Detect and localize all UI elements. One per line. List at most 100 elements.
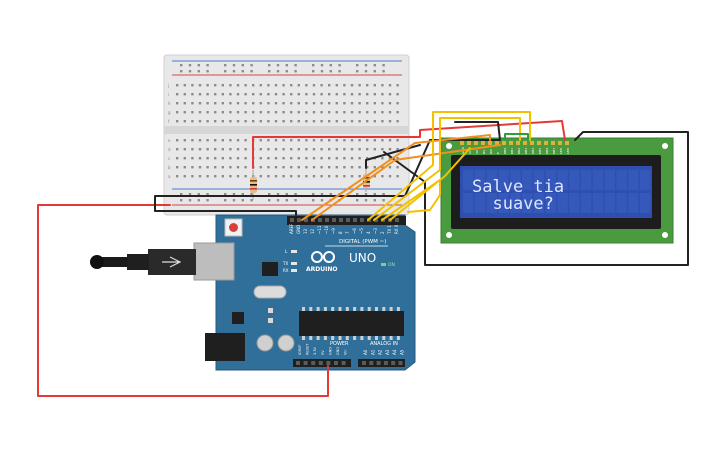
rail-hole	[206, 193, 209, 196]
lcd-pin-label: DB3	[524, 148, 528, 154]
wires[interactable]	[37, 111, 689, 397]
breadboard-hole	[236, 84, 240, 87]
breadboard-hole	[191, 166, 194, 169]
lcd-pin-label: DB6	[545, 148, 549, 154]
rail-hole	[364, 193, 368, 196]
lcd-pin	[558, 141, 562, 145]
rail-hole	[312, 199, 315, 202]
breadboard-hole	[198, 148, 202, 151]
wire-black-lcd[interactable]	[404, 121, 501, 197]
wire-red-5v[interactable]	[37, 204, 329, 397]
chip-leg	[331, 336, 335, 340]
digital-pin-label: GND	[296, 225, 301, 234]
breadboard-hole	[229, 148, 232, 151]
breadboard-hole	[259, 157, 262, 160]
chip-leg	[389, 307, 393, 311]
lcd-pin-label: V0	[475, 150, 479, 154]
breadboard-hole	[176, 175, 179, 178]
chip-leg	[396, 307, 400, 311]
power-pin-label: Vin	[344, 349, 348, 355]
digital-pin-label: 13	[303, 228, 308, 234]
breadboard-hole	[183, 102, 186, 105]
digital-pin-hole	[339, 218, 343, 222]
breadboard-hole	[282, 157, 285, 160]
breadboard-hole	[388, 166, 392, 169]
rail-hole	[197, 199, 200, 202]
analog-pin-hole	[391, 361, 396, 365]
breadboard-hole	[274, 139, 278, 142]
breadboard-hole	[350, 166, 354, 169]
breadboard-hole	[176, 93, 179, 96]
lcd-cell	[616, 193, 627, 213]
breadboard-hole	[236, 93, 240, 96]
breadboard-hole	[297, 111, 300, 114]
wire-yellow-3[interactable]	[381, 179, 441, 221]
lcd-cell	[486, 193, 497, 213]
wire-orange-1[interactable]	[301, 134, 491, 221]
analog-header	[358, 359, 405, 367]
breadboard-hole	[274, 93, 278, 96]
wire-yellow-2[interactable]	[373, 117, 521, 221]
wire-black-resistor[interactable]	[365, 144, 421, 169]
row-letter-j: j	[167, 83, 169, 88]
breadboard-hole	[259, 102, 262, 105]
breadboard-hole	[373, 175, 376, 178]
breadboard-hole	[244, 166, 247, 169]
wire-black-gnd[interactable]	[154, 195, 406, 216]
lcd-pin-label: RS	[482, 150, 486, 154]
breadboard-hole	[221, 166, 224, 169]
breadboard-hole	[297, 157, 300, 160]
rail-hole	[329, 64, 332, 67]
resistor-1[interactable]	[250, 170, 257, 200]
breadboard-hole	[267, 166, 270, 169]
breadboard-hole	[373, 93, 376, 96]
breadboard-hole	[214, 120, 217, 123]
breadboard-hole	[183, 139, 186, 142]
wire-yellow-1[interactable]	[367, 111, 531, 221]
breadboard-hole	[388, 139, 392, 142]
breadboard-hole	[259, 93, 262, 96]
breadboard-hole	[381, 166, 384, 169]
breadboard-hole	[274, 148, 278, 151]
analog-pin-label: A1	[370, 349, 375, 355]
breadboard-hole	[191, 111, 194, 114]
rail-hole	[268, 193, 271, 196]
breadboard-hole	[312, 148, 316, 151]
wire-red-lcd[interactable]	[252, 120, 566, 169]
reset-button-cap[interactable]	[229, 223, 238, 232]
breadboard-hole	[198, 139, 202, 142]
wire-green[interactable]	[504, 133, 529, 141]
breadboard-hole	[328, 175, 331, 178]
rail-hole	[268, 64, 271, 67]
breadboard-hole	[396, 102, 399, 105]
breadboard-hole	[366, 102, 369, 105]
lcd-pin	[495, 141, 499, 145]
breadboard-hole	[366, 111, 369, 114]
usb-cable-end	[90, 255, 104, 269]
breadboard-hole	[267, 84, 270, 87]
lcd-cell	[522, 193, 533, 213]
lcd-pin	[551, 141, 555, 145]
usb-cable[interactable]	[90, 249, 196, 275]
breadboard-hole	[229, 102, 232, 105]
wire-yellow-4[interactable]	[389, 147, 471, 221]
breadboard-hole	[381, 175, 384, 178]
rail-hole	[373, 193, 376, 196]
lcd-cell	[545, 170, 556, 190]
breadboard-hole	[191, 148, 194, 151]
lcd-cell	[557, 170, 568, 190]
breadboard-hole	[267, 175, 270, 178]
breadboard-hole	[358, 166, 361, 169]
smd-part	[268, 308, 273, 313]
chip-leg	[353, 307, 357, 311]
power-pin-hole	[311, 361, 316, 365]
breadboard-hole	[358, 157, 361, 160]
lcd-pin-label: LED	[559, 147, 563, 154]
breadboard-hole	[350, 157, 354, 160]
arduino-logo: ARDUINO	[306, 251, 337, 273]
wire-orange-2[interactable]	[311, 144, 501, 221]
breadboard[interactable]: j i h g f e d c b a	[163, 54, 410, 216]
